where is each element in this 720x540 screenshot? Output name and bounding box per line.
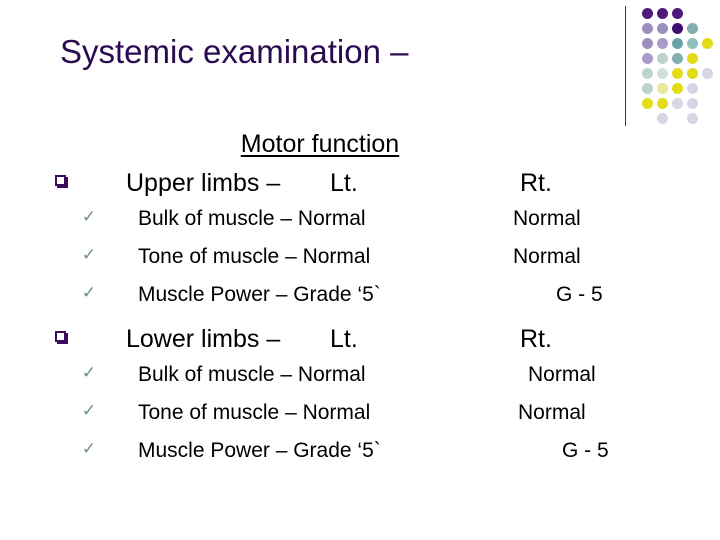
lower-limbs-label: Lower limbs – (126, 325, 281, 353)
check-bullet-icon: ✓ (81, 439, 97, 458)
upper-right-column-header: Rt. (520, 169, 552, 197)
dot-icon (687, 38, 698, 49)
list-item: ✓ Muscle Power – Grade ‘5` G - 5 (0, 276, 720, 314)
upper-limbs-block: Upper limbs – Lt. Rt. ✓ Bulk of muscle –… (0, 166, 720, 314)
upper-limbs-label: Upper limbs – (126, 169, 281, 197)
list-item: ✓ Tone of muscle – Normal Normal (0, 394, 720, 432)
dot-icon (657, 38, 668, 49)
lower-left-column-header: Lt. (330, 325, 358, 353)
lower-limbs-header-row: Lower limbs – Lt. Rt. (0, 322, 720, 356)
check-bullet-icon: ✓ (81, 363, 97, 382)
list-item-label: Bulk of muscle – Normal (138, 363, 366, 386)
dot-icon (687, 53, 698, 64)
dot-icon (672, 83, 683, 94)
check-bullet-icon: ✓ (81, 207, 97, 226)
dot-icon (687, 23, 698, 34)
dot-icon (672, 38, 683, 49)
list-item: ✓ Bulk of muscle – Normal Normal (0, 356, 720, 394)
check-bullet-icon: ✓ (81, 283, 97, 302)
dot-icon (672, 23, 683, 34)
list-item: ✓ Muscle Power – Grade ‘5` G - 5 (0, 432, 720, 470)
decorative-dot-grid (620, 0, 720, 140)
section-heading: Motor function (0, 128, 640, 160)
dot-icon (642, 53, 653, 64)
dot-icon (672, 68, 683, 79)
check-bullet-icon: ✓ (81, 401, 97, 420)
dot-icon (687, 98, 698, 109)
dot-icon (657, 53, 668, 64)
dot-icon (702, 38, 713, 49)
list-item-label: Muscle Power – Grade ‘5` (138, 283, 381, 306)
dot-icon (687, 83, 698, 94)
list-item-right-value: Normal (513, 207, 581, 230)
list-item-right-value: Normal (518, 401, 586, 424)
dot-icon (702, 68, 713, 79)
dot-icon (672, 53, 683, 64)
dot-icon (642, 8, 653, 19)
page-title: Systemic examination – (60, 33, 409, 70)
list-item: ✓ Tone of muscle – Normal Normal (0, 238, 720, 276)
list-item-right-value: G - 5 (562, 439, 609, 462)
list-item-label: Muscle Power – Grade ‘5` (138, 439, 381, 462)
list-item-right-value: Normal (528, 363, 596, 386)
vertical-divider-line (625, 6, 626, 126)
dot-icon (657, 23, 668, 34)
upper-limbs-header-row: Upper limbs – Lt. Rt. (0, 166, 720, 200)
lower-right-column-header: Rt. (520, 325, 552, 353)
dot-icon (657, 83, 668, 94)
section-heading-text: Motor function (240, 130, 400, 158)
dot-icon (657, 68, 668, 79)
list-item-label: Tone of muscle – Normal (138, 245, 371, 268)
square-bullet-icon (55, 175, 66, 186)
dot-icon (642, 38, 653, 49)
dot-icon (687, 113, 698, 124)
dot-icon (672, 8, 683, 19)
dot-icon (657, 98, 668, 109)
dot-icon (642, 68, 653, 79)
list-item-right-value: Normal (513, 245, 581, 268)
check-bullet-icon: ✓ (81, 245, 97, 264)
dot-icon (642, 98, 653, 109)
dot-icon (687, 68, 698, 79)
list-item-right-value: G - 5 (556, 283, 603, 306)
dot-icon (642, 23, 653, 34)
dot-icon (672, 98, 683, 109)
dot-icon (657, 8, 668, 19)
square-bullet-icon (55, 331, 66, 342)
dot-icon (642, 83, 653, 94)
list-item-label: Bulk of muscle – Normal (138, 207, 366, 230)
upper-left-column-header: Lt. (330, 169, 358, 197)
lower-limbs-block: Lower limbs – Lt. Rt. ✓ Bulk of muscle –… (0, 322, 720, 470)
dot-icon (657, 113, 668, 124)
list-item: ✓ Bulk of muscle – Normal Normal (0, 200, 720, 238)
dot-grid-dots (642, 8, 720, 130)
list-item-label: Tone of muscle – Normal (138, 401, 371, 424)
